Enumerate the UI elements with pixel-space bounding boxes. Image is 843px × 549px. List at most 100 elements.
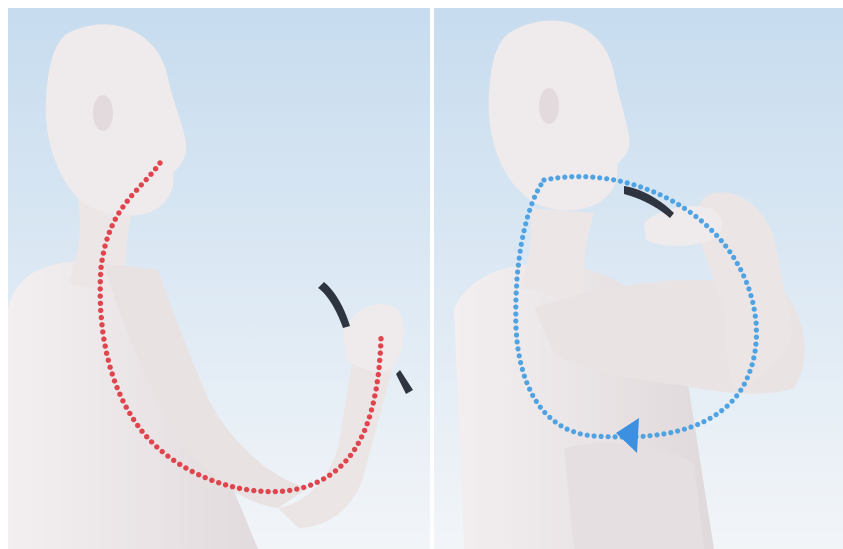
left-path-dot bbox=[99, 258, 104, 263]
right-loop-dot bbox=[518, 360, 523, 365]
left-path-dot bbox=[294, 486, 299, 491]
right-loop-dot bbox=[719, 408, 724, 413]
left-path-dot bbox=[98, 272, 103, 277]
right-loop-dot bbox=[638, 184, 643, 189]
right-loop-dot bbox=[738, 267, 743, 272]
left-path-dot bbox=[98, 301, 103, 306]
left-path-dot bbox=[160, 449, 165, 454]
right-loop-dot bbox=[522, 228, 527, 233]
left-path-dot bbox=[154, 444, 159, 449]
right-loop-dot bbox=[725, 404, 730, 409]
left-path-dot bbox=[98, 279, 103, 284]
right-loop-dot bbox=[604, 176, 609, 181]
left-panel bbox=[8, 8, 430, 549]
left-path-dot bbox=[333, 468, 338, 473]
right-loop-dot bbox=[723, 243, 728, 248]
right-loop-dot bbox=[704, 223, 709, 228]
right-loop-dot bbox=[606, 434, 611, 439]
right-loop-dot bbox=[592, 433, 597, 438]
right-loop-dot bbox=[515, 269, 520, 274]
right-loop-dot bbox=[661, 431, 666, 436]
right-loop-dot bbox=[558, 423, 563, 428]
left-path-dot bbox=[343, 458, 348, 463]
left-path-dot bbox=[352, 447, 357, 452]
left-path-dot bbox=[101, 336, 106, 341]
left-path-dot bbox=[107, 365, 112, 370]
left-path-dot bbox=[98, 265, 103, 270]
left-path-dot bbox=[117, 392, 122, 397]
left-path-dot bbox=[104, 351, 109, 356]
left-path-dot bbox=[348, 453, 353, 458]
left-path-dot bbox=[120, 398, 125, 403]
left-path-dot bbox=[367, 414, 372, 419]
left-path-dot bbox=[287, 488, 292, 493]
left-path-dot bbox=[237, 486, 242, 491]
left-path-dot bbox=[149, 439, 154, 444]
right-loop-dot bbox=[535, 188, 540, 193]
left-path-dot bbox=[109, 223, 114, 228]
left-path-dot bbox=[369, 407, 374, 412]
left-path-dot bbox=[157, 160, 162, 165]
right-loop-dot bbox=[688, 210, 693, 215]
right-loop-dot bbox=[647, 433, 652, 438]
right-loop-dot bbox=[523, 221, 528, 226]
left-path-dot bbox=[139, 182, 144, 187]
right-loop-dot bbox=[731, 255, 736, 260]
right-loop-dot bbox=[750, 362, 755, 367]
left-path-dot bbox=[190, 469, 195, 474]
right-loop-dot bbox=[597, 175, 602, 180]
left-path-dot bbox=[103, 343, 108, 348]
right-loop-dot bbox=[738, 388, 743, 393]
right-loop-dot bbox=[513, 325, 518, 330]
right-loop-dot bbox=[654, 432, 659, 437]
left-path-dot bbox=[315, 480, 320, 485]
left-path-dot bbox=[100, 329, 105, 334]
right-loop-dot bbox=[730, 399, 735, 404]
left-path-dot bbox=[258, 489, 263, 494]
right-loop-dot bbox=[515, 339, 520, 344]
left-path-dot bbox=[127, 411, 132, 416]
right-loop-dot bbox=[658, 192, 663, 197]
left-path-dot bbox=[244, 487, 249, 492]
right-loop-dot bbox=[754, 321, 759, 326]
right-loop-dot bbox=[538, 405, 543, 410]
right-panel bbox=[434, 8, 843, 549]
left-path-dot bbox=[106, 358, 111, 363]
right-loop-dot bbox=[714, 233, 719, 238]
right-loop-dot bbox=[520, 235, 525, 240]
right-loop-dot bbox=[682, 427, 687, 432]
right-figure-illustration bbox=[434, 8, 843, 549]
right-loop-dot bbox=[513, 297, 518, 302]
left-path-dot bbox=[321, 476, 326, 481]
left-path-dot bbox=[135, 423, 140, 428]
left-path-dot bbox=[376, 365, 381, 370]
right-loop-dot bbox=[576, 174, 581, 179]
right-loop-dot bbox=[522, 374, 527, 379]
right-loop-dot bbox=[714, 412, 719, 417]
right-loop-dot bbox=[524, 380, 529, 385]
left-path-dot bbox=[378, 343, 383, 348]
left-path-dot bbox=[144, 177, 149, 182]
left-path-dot bbox=[362, 428, 367, 433]
left-path-dot bbox=[110, 371, 115, 376]
right-loop-dot bbox=[744, 280, 749, 285]
right-loop-dot bbox=[516, 263, 521, 268]
right-loop-dot bbox=[742, 382, 747, 387]
right-loop-dot bbox=[708, 416, 713, 421]
left-path-dot bbox=[104, 236, 109, 241]
left-path-dot bbox=[134, 188, 139, 193]
left-path-dot bbox=[102, 243, 107, 248]
left-path-dot bbox=[230, 484, 235, 489]
left-path-dot bbox=[338, 463, 343, 468]
left-path-dot bbox=[265, 489, 270, 494]
right-loop-dot bbox=[664, 195, 669, 200]
left-path-dot bbox=[376, 372, 381, 377]
right-loop-dot bbox=[571, 429, 576, 434]
right-loop-dot bbox=[514, 283, 519, 288]
right-loop-dot bbox=[514, 290, 519, 295]
right-loop-dot bbox=[750, 300, 755, 305]
left-path-dot bbox=[112, 378, 117, 383]
right-loop-dot bbox=[668, 430, 673, 435]
right-loop-dot bbox=[695, 422, 700, 427]
left-path-dot bbox=[113, 217, 118, 222]
